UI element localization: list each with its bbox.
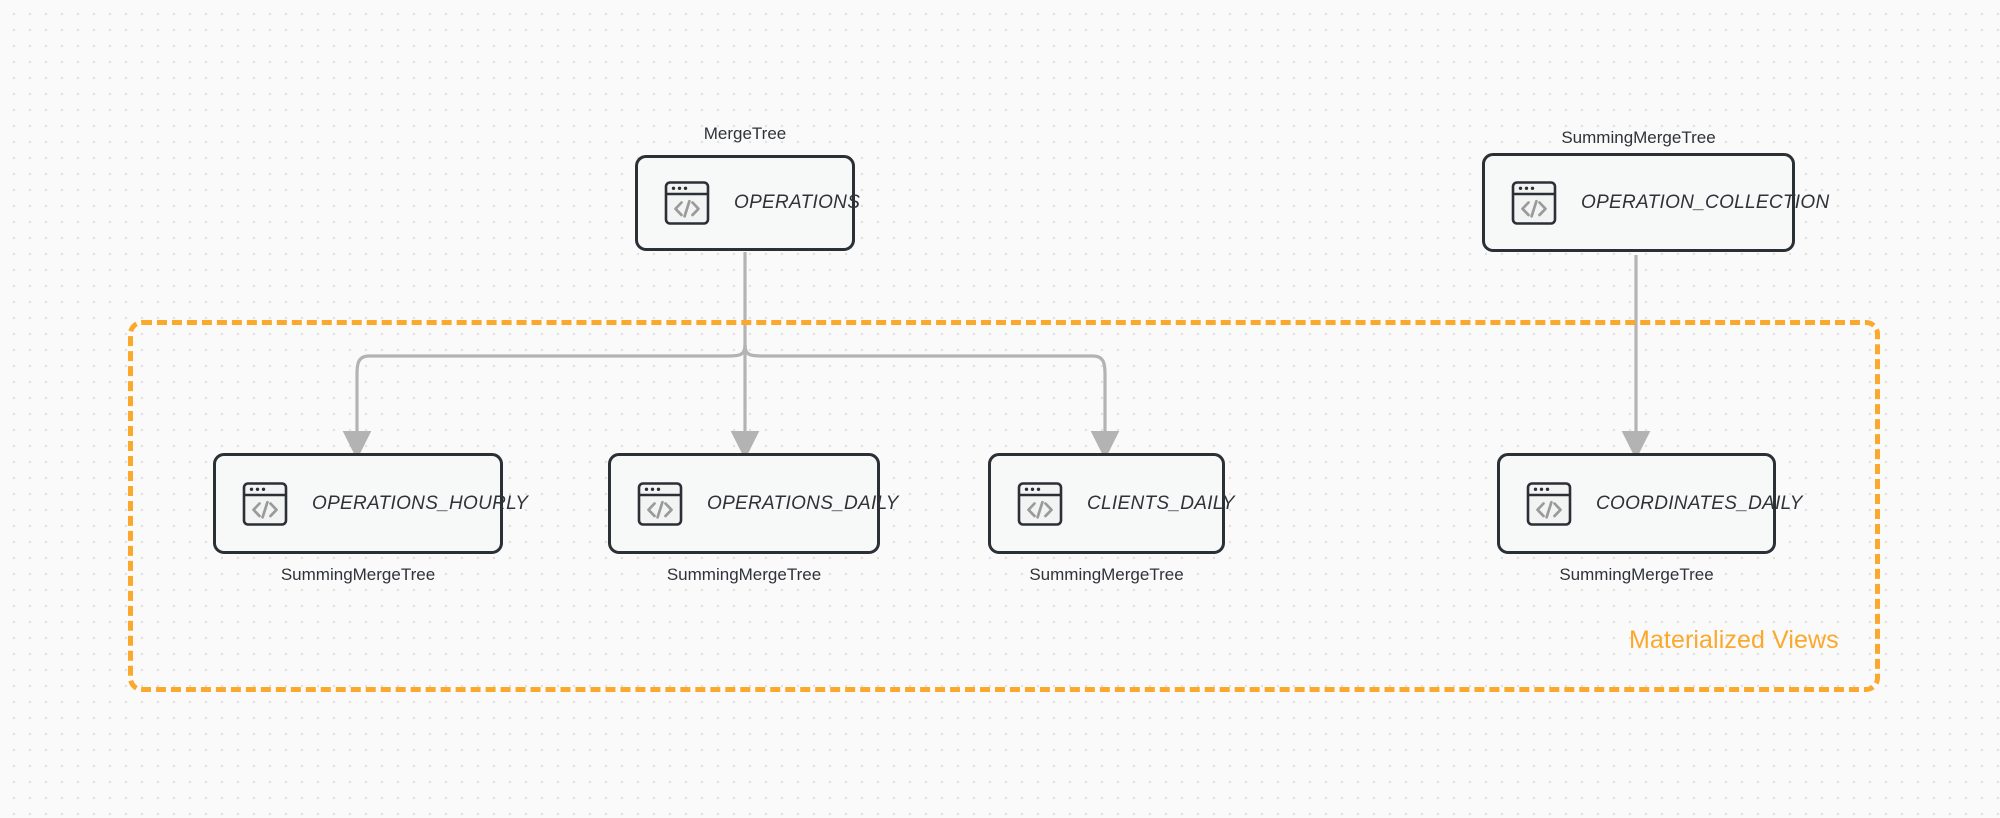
code-window-icon bbox=[1526, 481, 1572, 526]
node-coordinates-daily[interactable]: COORDINATES_DAILY bbox=[1497, 453, 1802, 554]
code-window-icon bbox=[1017, 481, 1063, 526]
node-operations[interactable]: OPERATIONS bbox=[635, 155, 860, 251]
engine-label-clients-daily: SummingMergeTree bbox=[1029, 565, 1184, 584]
code-window-icon bbox=[637, 481, 683, 526]
node-label-operations-daily: OPERATIONS_DAILY bbox=[707, 492, 899, 514]
node-operation-collection[interactable]: OPERATION_COLLECTION bbox=[1482, 153, 1829, 252]
node-label-operation-collection: OPERATION_COLLECTION bbox=[1581, 191, 1830, 213]
engine-label-coordinates-daily: SummingMergeTree bbox=[1559, 565, 1714, 584]
code-window-icon bbox=[242, 481, 288, 526]
node-label-operations-hourly: OPERATIONS_HOURLY bbox=[312, 492, 529, 514]
engine-label-operations-daily: SummingMergeTree bbox=[666, 565, 822, 584]
node-label-clients-daily: CLIENTS_DAILY bbox=[1087, 492, 1235, 514]
engine-label-operations: MergeTree bbox=[703, 124, 787, 143]
code-window-icon bbox=[1511, 180, 1557, 225]
node-label-coordinates-daily: COORDINATES_DAILY bbox=[1596, 492, 1803, 514]
code-window-icon bbox=[664, 181, 710, 225]
materialized-views-group-label: Materialized Views bbox=[1629, 626, 1839, 654]
materialized-views-group-box bbox=[128, 320, 1880, 692]
engine-label-operation-collection: SummingMergeTree bbox=[1561, 128, 1716, 147]
node-operations-daily[interactable]: OPERATIONS_DAILY bbox=[608, 453, 898, 554]
node-operations-hourly[interactable]: OPERATIONS_HOURLY bbox=[213, 453, 528, 554]
node-label-operations: OPERATIONS bbox=[734, 192, 861, 213]
node-clients-daily[interactable]: CLIENTS_DAILY bbox=[988, 453, 1235, 554]
engine-label-operations-hourly: SummingMergeTree bbox=[280, 565, 436, 584]
